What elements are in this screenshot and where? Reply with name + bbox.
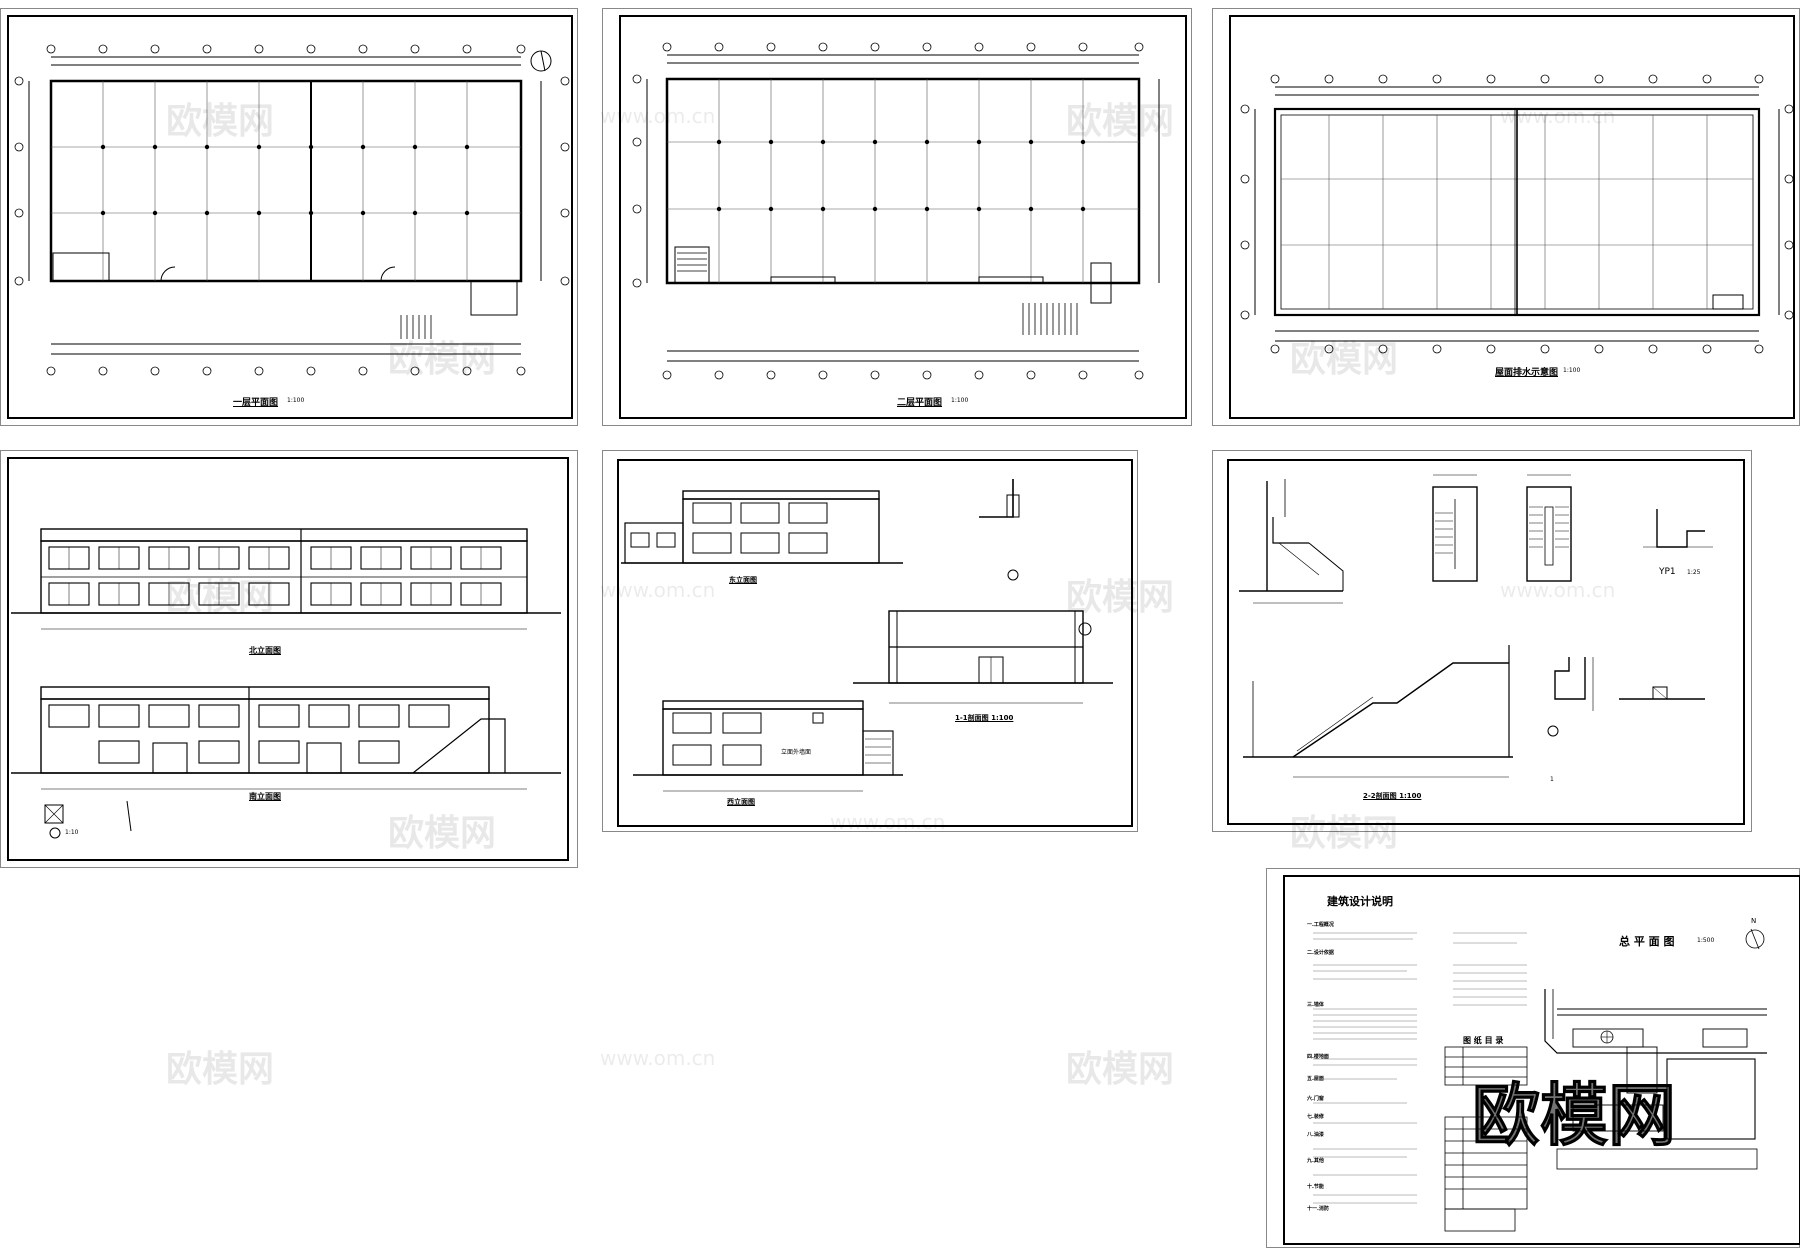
- sheet-second-floor-plan[interactable]: 二层平面图 1:100: [602, 8, 1192, 426]
- watermark-url: www.om.cn: [600, 1046, 716, 1070]
- east-west-section-drawing: [621, 479, 1113, 792]
- sheet-north-south-elevations[interactable]: 北立面图 南立面图 1:10: [0, 450, 578, 868]
- notes-section: 八.油漆: [1307, 1132, 1324, 1138]
- sheet-frame: [7, 15, 573, 419]
- second-floor-plan-drawing: [632, 42, 1160, 380]
- sheet-first-floor-plan[interactable]: 一层平面图 1:100: [0, 8, 578, 426]
- south-elevation-title: 南立面图: [249, 792, 281, 801]
- roof-plan-drawing: [1240, 74, 1794, 354]
- second-floor-plan-scale: 1:100: [951, 397, 969, 404]
- roof-plan-scale: 1:100: [1563, 367, 1581, 374]
- first-floor-plan-title: 一层平面图: [233, 398, 279, 408]
- elevations-drawing: [11, 528, 561, 839]
- sheet-frame: [7, 457, 569, 861]
- notes-section: 六.门窗: [1307, 1096, 1324, 1102]
- sheet-frame: [617, 459, 1133, 827]
- sheet-east-west-elevations-section[interactable]: 东立面图 1-1剖面图 1:100 立面外墙面 西立面图: [602, 450, 1138, 832]
- site-plan-title: 总 平 面 图: [1619, 935, 1675, 948]
- notes-and-site-plan-drawing: [1313, 928, 1767, 1232]
- stair-details-drawing: [1239, 474, 1713, 778]
- design-notes-title: 建筑设计说明: [1327, 895, 1393, 908]
- section-1-1-title: 1-1剖面图 1:100: [955, 714, 1014, 722]
- west-elevation-title: 西立面图: [727, 798, 755, 806]
- sheet-roof-drainage-plan[interactable]: 屋面排水示意图 1:100: [1212, 8, 1800, 426]
- sheet-frame: [1229, 15, 1795, 419]
- notes-section: 十一.消防: [1307, 1206, 1329, 1212]
- sheet-design-notes-site-plan[interactable]: 建筑设计说明 一.工程概况 二.设计依据 三.墙体 四.楼地面 五.屋面 六.门…: [1266, 868, 1800, 1248]
- notes-section: 二.设计依据: [1307, 950, 1334, 956]
- notes-section: 九.其他: [1307, 1158, 1324, 1164]
- roof-plan-title: 屋面排水示意图: [1495, 368, 1559, 378]
- notes-section: 一.工程概况: [1307, 922, 1334, 928]
- notes-section: 十.节能: [1307, 1184, 1324, 1190]
- yp1-detail-label: YP1: [1659, 567, 1676, 577]
- second-floor-plan-title: 二层平面图: [897, 398, 943, 408]
- watermark-brand: 欧模网: [166, 1049, 275, 1090]
- section-2-2-title: 2-2剖面图 1:100: [1363, 792, 1422, 800]
- first-floor-plan-scale: 1:100: [287, 397, 305, 404]
- north-elevation-title: 北立面图: [249, 646, 281, 655]
- sheet-frame: [1227, 459, 1745, 825]
- yp1-detail-scale: 1:25: [1687, 569, 1701, 576]
- detail-circle-number: 1: [1550, 776, 1554, 783]
- watermark-brand: 欧模网: [1066, 1049, 1175, 1090]
- notes-section: 三.墙体: [1307, 1002, 1324, 1008]
- watermark-logo-large: 欧模网: [1471, 1077, 1677, 1157]
- first-floor-plan-drawing: [14, 44, 570, 376]
- notes-section: 四.楼地面: [1307, 1054, 1329, 1060]
- sheet-frame: [619, 15, 1187, 419]
- sheet-stair-details[interactable]: YP1 1:25 2-2剖面图 1:100 1: [1212, 450, 1752, 832]
- facade-note: 立面外墙面: [781, 749, 812, 756]
- north-arrow-label: N: [1751, 917, 1757, 925]
- detail-a-scale: 1:10: [65, 829, 79, 836]
- drawing-list-title: 图 纸 目 录: [1463, 1036, 1504, 1045]
- notes-section: 七.装修: [1307, 1114, 1324, 1120]
- site-plan-scale: 1:500: [1697, 937, 1715, 944]
- east-elevation-title: 东立面图: [729, 576, 757, 584]
